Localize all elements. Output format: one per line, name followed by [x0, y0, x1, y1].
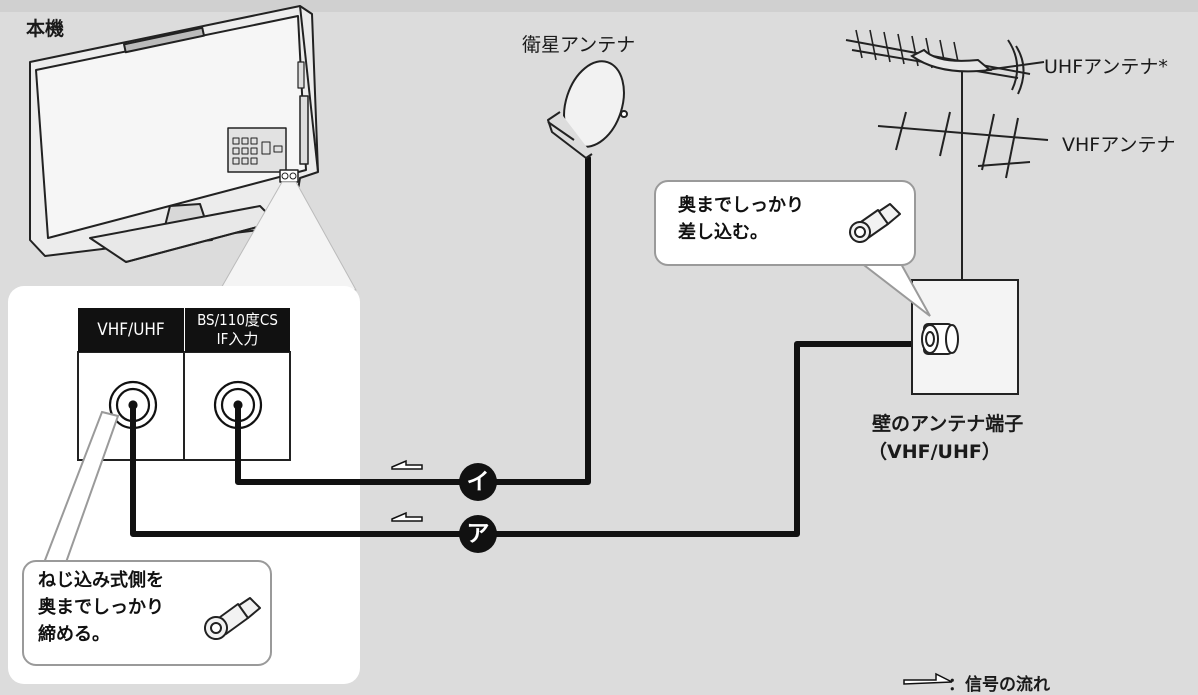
- tv-callout-line2: 奥までしっかり: [38, 597, 164, 618]
- wall-terminal-label-line1: 壁のアンテナ端子: [872, 413, 1024, 435]
- signal-flow-legend: ：信号の流れ: [948, 675, 1050, 695]
- wall-callout-line2: 差し込む。: [678, 222, 768, 243]
- antenna-cables: [130, 155, 931, 537]
- wall-terminal-label-line2: （VHF/UHF）: [868, 441, 1001, 463]
- wall-antenna-terminal-illustration: [911, 279, 1019, 395]
- uhf-antenna-label: UHFアンテナ*: [1044, 56, 1168, 78]
- legend-arrow: [903, 672, 953, 685]
- satellite-antenna-label: 衛星アンテナ: [522, 34, 636, 56]
- port-bs-cs-header: BS/110度CS IF入力: [185, 308, 290, 352]
- cable-badge-i: イ: [459, 463, 497, 501]
- cable-badge-a: ア: [459, 515, 497, 553]
- satellite-dish-illustration: [547, 60, 628, 159]
- tv-rear-illustration: [29, 5, 319, 263]
- plug-icon: [849, 203, 901, 243]
- tv-callout-line3: 締める。: [38, 624, 110, 645]
- vhf-antenna-label: VHFアンテナ: [1062, 134, 1176, 156]
- port-vhf-uhf-header: VHF/UHF: [78, 308, 184, 352]
- port-bs-cs-line1: BS/110度CS: [197, 311, 278, 329]
- terrestrial-antenna-illustration: [845, 29, 1049, 285]
- wall-callout-line1: 奥までしっかり: [678, 195, 804, 216]
- signal-flow-arrows: [391, 459, 423, 522]
- main-unit-label: 本機: [26, 18, 65, 40]
- wall-terminal-label: 壁のアンテナ端子 （VHF/UHF）: [868, 410, 1024, 466]
- screw-plug-icon: [204, 597, 261, 640]
- tv-callout-line1: ねじ込み式側を: [38, 570, 164, 591]
- wall-insert-callout: 奥までしっかり 差し込む。: [654, 180, 916, 266]
- port-bs-cs-line2: IF入力: [216, 330, 259, 348]
